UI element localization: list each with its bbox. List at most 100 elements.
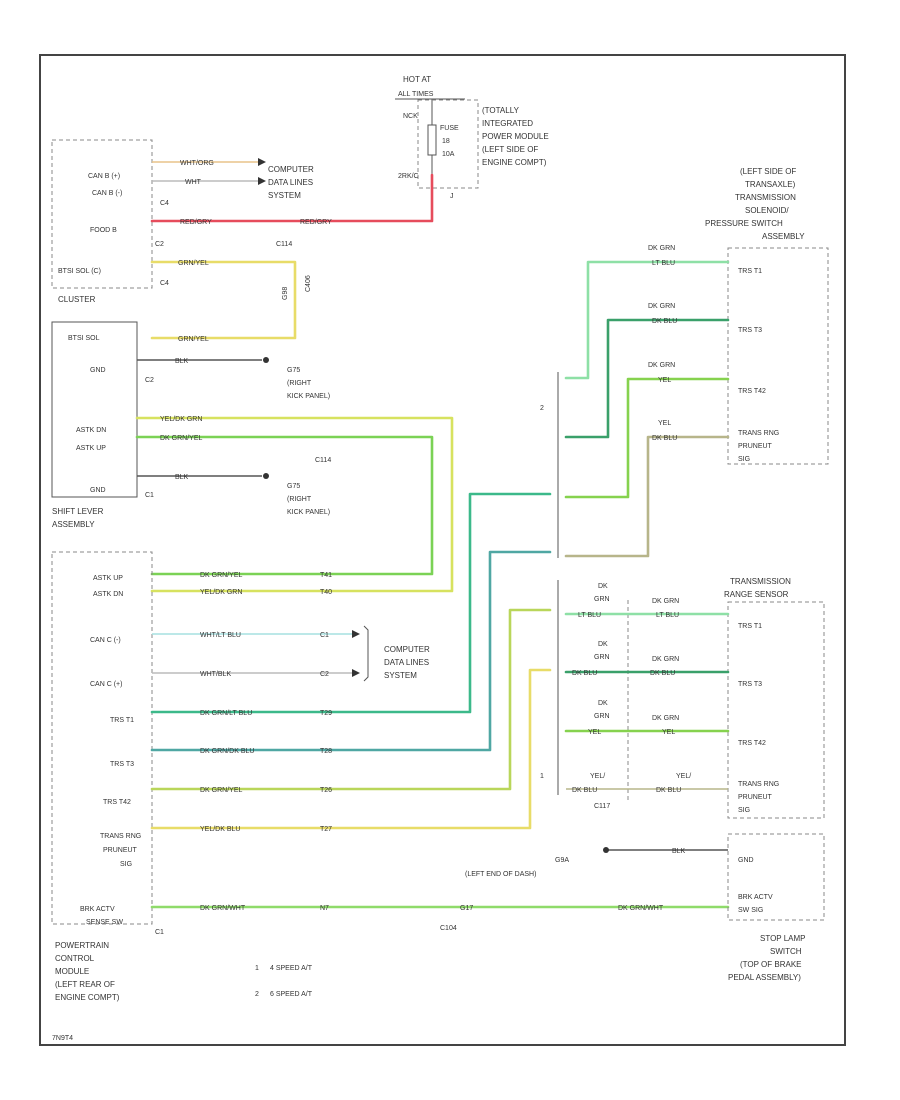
- tr-sol-name-4: SOLENOID/: [745, 206, 789, 215]
- tr-sensor-pin-rng-2: PRUNEUT: [738, 794, 773, 801]
- wire-btsi-label: GRN/YEL: [178, 260, 209, 267]
- tr-sol-pin-t3: TRS T3: [738, 327, 762, 334]
- wire-astk-up-label: DK GRN/YEL: [160, 435, 203, 442]
- fuse-block: HOT AT ALL TIMES NCK FUSE 18 10A 2RK/C J…: [395, 75, 549, 200]
- stop-lamp-ground-desc: (LEFT END OF DASH): [465, 871, 536, 878]
- cluster-conn-c4a: C4: [160, 200, 169, 207]
- astk-connector: C114: [315, 457, 331, 464]
- wire-sensor-rng-l1: YEL/: [590, 773, 605, 780]
- diagram-frame: [39, 54, 846, 1046]
- pcm-pin-trs-t3: TRS T3: [110, 761, 134, 768]
- wire-can-c-plus-label: WHT/BLK: [200, 671, 231, 678]
- pcm-connector: C1: [155, 929, 164, 936]
- wire-can-b-plus-label: WHT/ORG: [180, 160, 214, 167]
- pcm-outline: [51, 551, 153, 925]
- cluster-computer-data-3: SYSTEM: [268, 191, 301, 200]
- wire-pcm-trs-t3: [150, 550, 552, 752]
- tr-sol-pin-t42: TRS T42: [738, 388, 766, 395]
- ground-dot-bottom-icon: [263, 473, 269, 479]
- wire-pcm-trs-t42-label: DK GRN/YEL: [200, 787, 243, 794]
- wire-pcm-trans-rng-pin: T27: [320, 826, 332, 833]
- wire-sol-t42: [564, 377, 730, 499]
- wire-pcm-trans-rng-label: YEL/DK BLU: [200, 826, 240, 833]
- tr-sol-pin-t1: TRS T1: [738, 268, 762, 275]
- wire-brk-actv-pin: N7: [320, 905, 329, 912]
- stop-lamp-name-2: SWITCH: [770, 947, 802, 956]
- pcm-computer-data-3: SYSTEM: [384, 671, 417, 680]
- wire-sol-t42-top: DK GRN: [648, 362, 675, 369]
- shift-pin-btsi: BTSI SOL: [68, 335, 100, 342]
- tipm-pin: J: [450, 193, 454, 200]
- tr-sensor-pin-t3: TRS T3: [738, 681, 762, 688]
- wire-astk-up: [135, 435, 434, 576]
- stop-lamp-name-4: PEDAL ASSEMBLY): [728, 973, 801, 982]
- stop-lamp-pin-gnd: GND: [738, 857, 754, 864]
- pcm-computer-data-2: DATA LINES: [384, 658, 429, 667]
- cluster-conn-c2: C2: [155, 241, 164, 248]
- wire-pcm-trs-t1: [150, 492, 552, 714]
- ground-bottom-3: KICK PANEL): [287, 509, 330, 516]
- tr-range-sensor: TRANSMISSION RANGE SENSOR TRS T1 TRS T3 …: [724, 577, 825, 819]
- wire-btsi-label-lower: GRN/YEL: [178, 336, 209, 343]
- wire-sensor-t1-r1: DK GRN: [652, 598, 679, 605]
- tr-sol-name-5: PRESSURE SWITCH: [705, 219, 783, 228]
- pcm-name-2: CONTROL: [55, 954, 95, 963]
- tr-sensor-outline: [727, 601, 825, 819]
- shift-pin-gnd-bottom: GND: [90, 487, 106, 494]
- wire-btsi-grn-yel: [150, 260, 297, 340]
- tipm-line-2: INTEGRATED: [482, 119, 533, 128]
- tr-sol-outline: [727, 247, 829, 465]
- arrow-can-b-plus-icon: [258, 158, 266, 166]
- wire-red-left-label: RED/GRY: [180, 219, 212, 226]
- note-1-text: 4 SPEED A/T: [270, 965, 313, 972]
- can-c-bracket: [363, 625, 369, 682]
- pcm-pin-trans-rng-2: PRUNEUT: [103, 847, 138, 854]
- pcm-astk-dn-label: YEL/DK GRN: [200, 589, 242, 596]
- shift-pin-astk-dn: ASTK DN: [76, 427, 106, 434]
- pcm-module: ASTK UP ASTK DN CAN C (-) CAN C (+) TRS …: [51, 551, 164, 1002]
- wire-sensor-t42-l3: YEL: [588, 729, 601, 736]
- cluster-pin-label-btsi: BTSI SOL (C): [58, 268, 101, 275]
- wire-can-c-plus-pin: C2: [320, 671, 329, 678]
- tipm-outline: [417, 99, 479, 189]
- pcm-name-1: POWERTRAIN: [55, 941, 109, 950]
- tr-sensor-pin-rng-1: TRANS RNG: [738, 781, 779, 788]
- c117-label: C117: [594, 803, 610, 810]
- shift-lever-assembly: BTSI SOL GND ASTK DN ASTK UP GND SHIFT L…: [51, 321, 154, 529]
- wire-sol-rng-bottom: DK BLU: [652, 435, 677, 442]
- cluster-outline: [51, 139, 153, 289]
- pcm-computer-data-1: COMPUTER: [384, 645, 430, 654]
- note-2-marker: 2: [540, 405, 544, 412]
- wire-red-fused-b: [150, 173, 434, 223]
- tr-sol-name-6: ASSEMBLY: [762, 232, 805, 241]
- wire-sensor-t1-l2: GRN: [594, 596, 610, 603]
- wire-sensor-t3-l2: GRN: [594, 654, 610, 661]
- ground-top-1: G75: [287, 367, 300, 374]
- ground-top-3: KICK PANEL): [287, 393, 330, 400]
- wire-sensor-t1-r2: LT BLU: [656, 612, 679, 619]
- cluster-module: CAN B (+) CAN B (-) FOOD B BTSI SOL (C) …: [51, 139, 314, 304]
- cluster-pin-label-can-b-minus: CAN B (-): [92, 190, 122, 197]
- wire-sensor-rng-r1: YEL/: [676, 773, 691, 780]
- fuse-label: FUSE: [440, 125, 459, 132]
- tr-sensor-name-2: RANGE SENSOR: [724, 590, 789, 599]
- pcm-pin-can-c-plus: CAN C (+): [90, 681, 122, 688]
- tr-solenoid-assembly: (LEFT SIDE OF TRANSAXLE) TRANSMISSION SO…: [705, 167, 829, 465]
- wire-stop-lamp-gnd-label: BLK: [672, 848, 686, 855]
- wire-sensor-t3-l1: DK: [598, 641, 608, 648]
- wire-sensor-t3-r2: DK BLU: [650, 670, 675, 677]
- wire-sol-rng-top: YEL: [658, 420, 671, 427]
- wire-sensor-rng-l2: DK BLU: [572, 787, 597, 794]
- shift-name-2: ASSEMBLY: [52, 520, 95, 529]
- wire-pcm-trs-t1-pin: T29: [320, 710, 332, 717]
- arrow-can-c-plus-icon: [352, 669, 360, 677]
- fuse-neg-label: NCK: [403, 113, 418, 120]
- wire-pcm-trs-t42: [150, 608, 552, 791]
- wire-sensor-t3-r1: DK GRN: [652, 656, 679, 663]
- wire-sol-t1: [564, 260, 730, 380]
- tr-sol-name-3: TRANSMISSION: [735, 193, 796, 202]
- shift-pin-astk-up: ASTK UP: [76, 445, 106, 452]
- ground-bottom-1: G75: [287, 483, 300, 490]
- wire-can-c-minus-label: WHT/LT BLU: [200, 632, 241, 639]
- fuse-amps: 10A: [442, 151, 455, 158]
